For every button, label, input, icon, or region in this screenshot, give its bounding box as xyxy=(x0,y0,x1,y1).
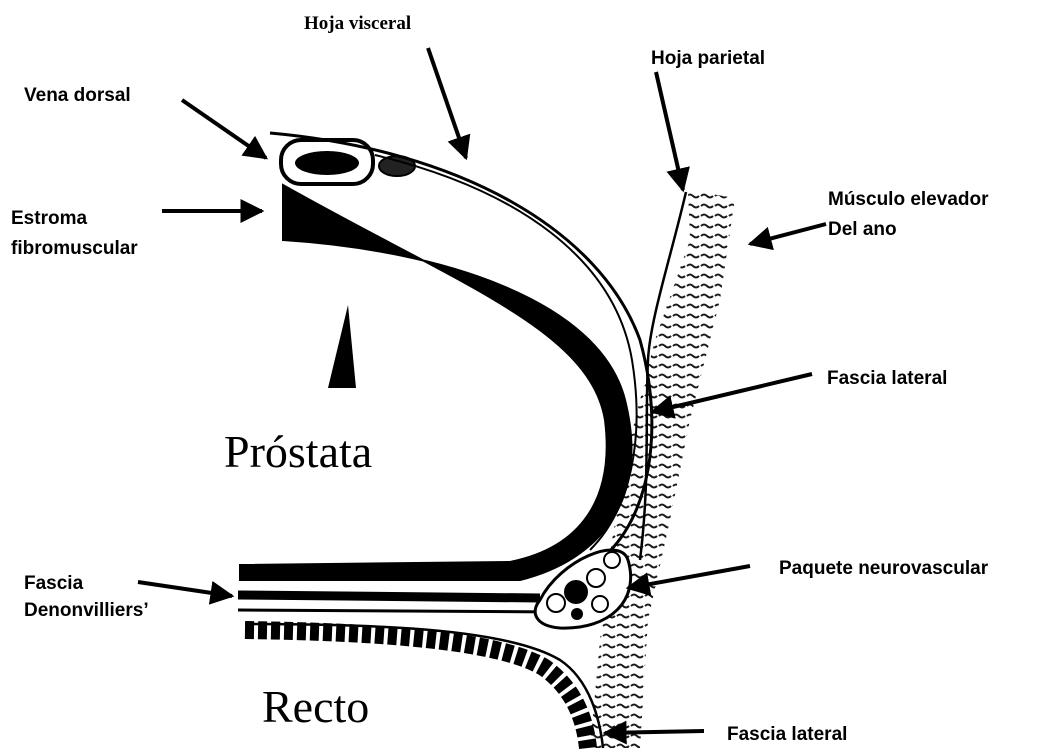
label-fascia-lateral-upper: Fascia lateral xyxy=(827,365,947,392)
denonvilliers-fascia xyxy=(238,595,560,612)
label-prostata: Próstata xyxy=(224,426,372,478)
label-hoja-visceral: Hoja visceral xyxy=(304,10,411,37)
arrow-fascia-denonvilliers xyxy=(138,582,232,596)
label-vena-dorsal: Vena dorsal xyxy=(24,82,131,109)
arrow-hoja-parietal xyxy=(656,72,683,190)
label-fascia-den-line2: Denonvilliers’ xyxy=(24,597,149,624)
urethra-marker xyxy=(328,305,356,388)
label-estroma-line1: Estroma xyxy=(11,205,87,232)
label-estroma-line2: fibromuscular xyxy=(11,235,138,262)
label-musculo-line1: Músculo elevador xyxy=(828,186,989,213)
label-musculo-line2: Del ano xyxy=(828,216,897,243)
arrow-musculo xyxy=(750,224,826,244)
label-fascia-lateral-lower: Fascia lateral xyxy=(727,721,847,748)
arrow-vena-dorsal xyxy=(182,100,266,158)
dorsal-vein xyxy=(281,140,415,184)
label-recto: Recto xyxy=(262,681,369,733)
arrow-fascia-lateral-lower xyxy=(605,731,704,733)
label-fascia-den-line1: Fascia xyxy=(24,570,83,597)
label-hoja-parietal: Hoja parietal xyxy=(651,45,765,72)
label-paquete-neurovascular: Paquete neurovascular xyxy=(779,555,988,582)
arrow-hoja-visceral xyxy=(428,48,466,158)
